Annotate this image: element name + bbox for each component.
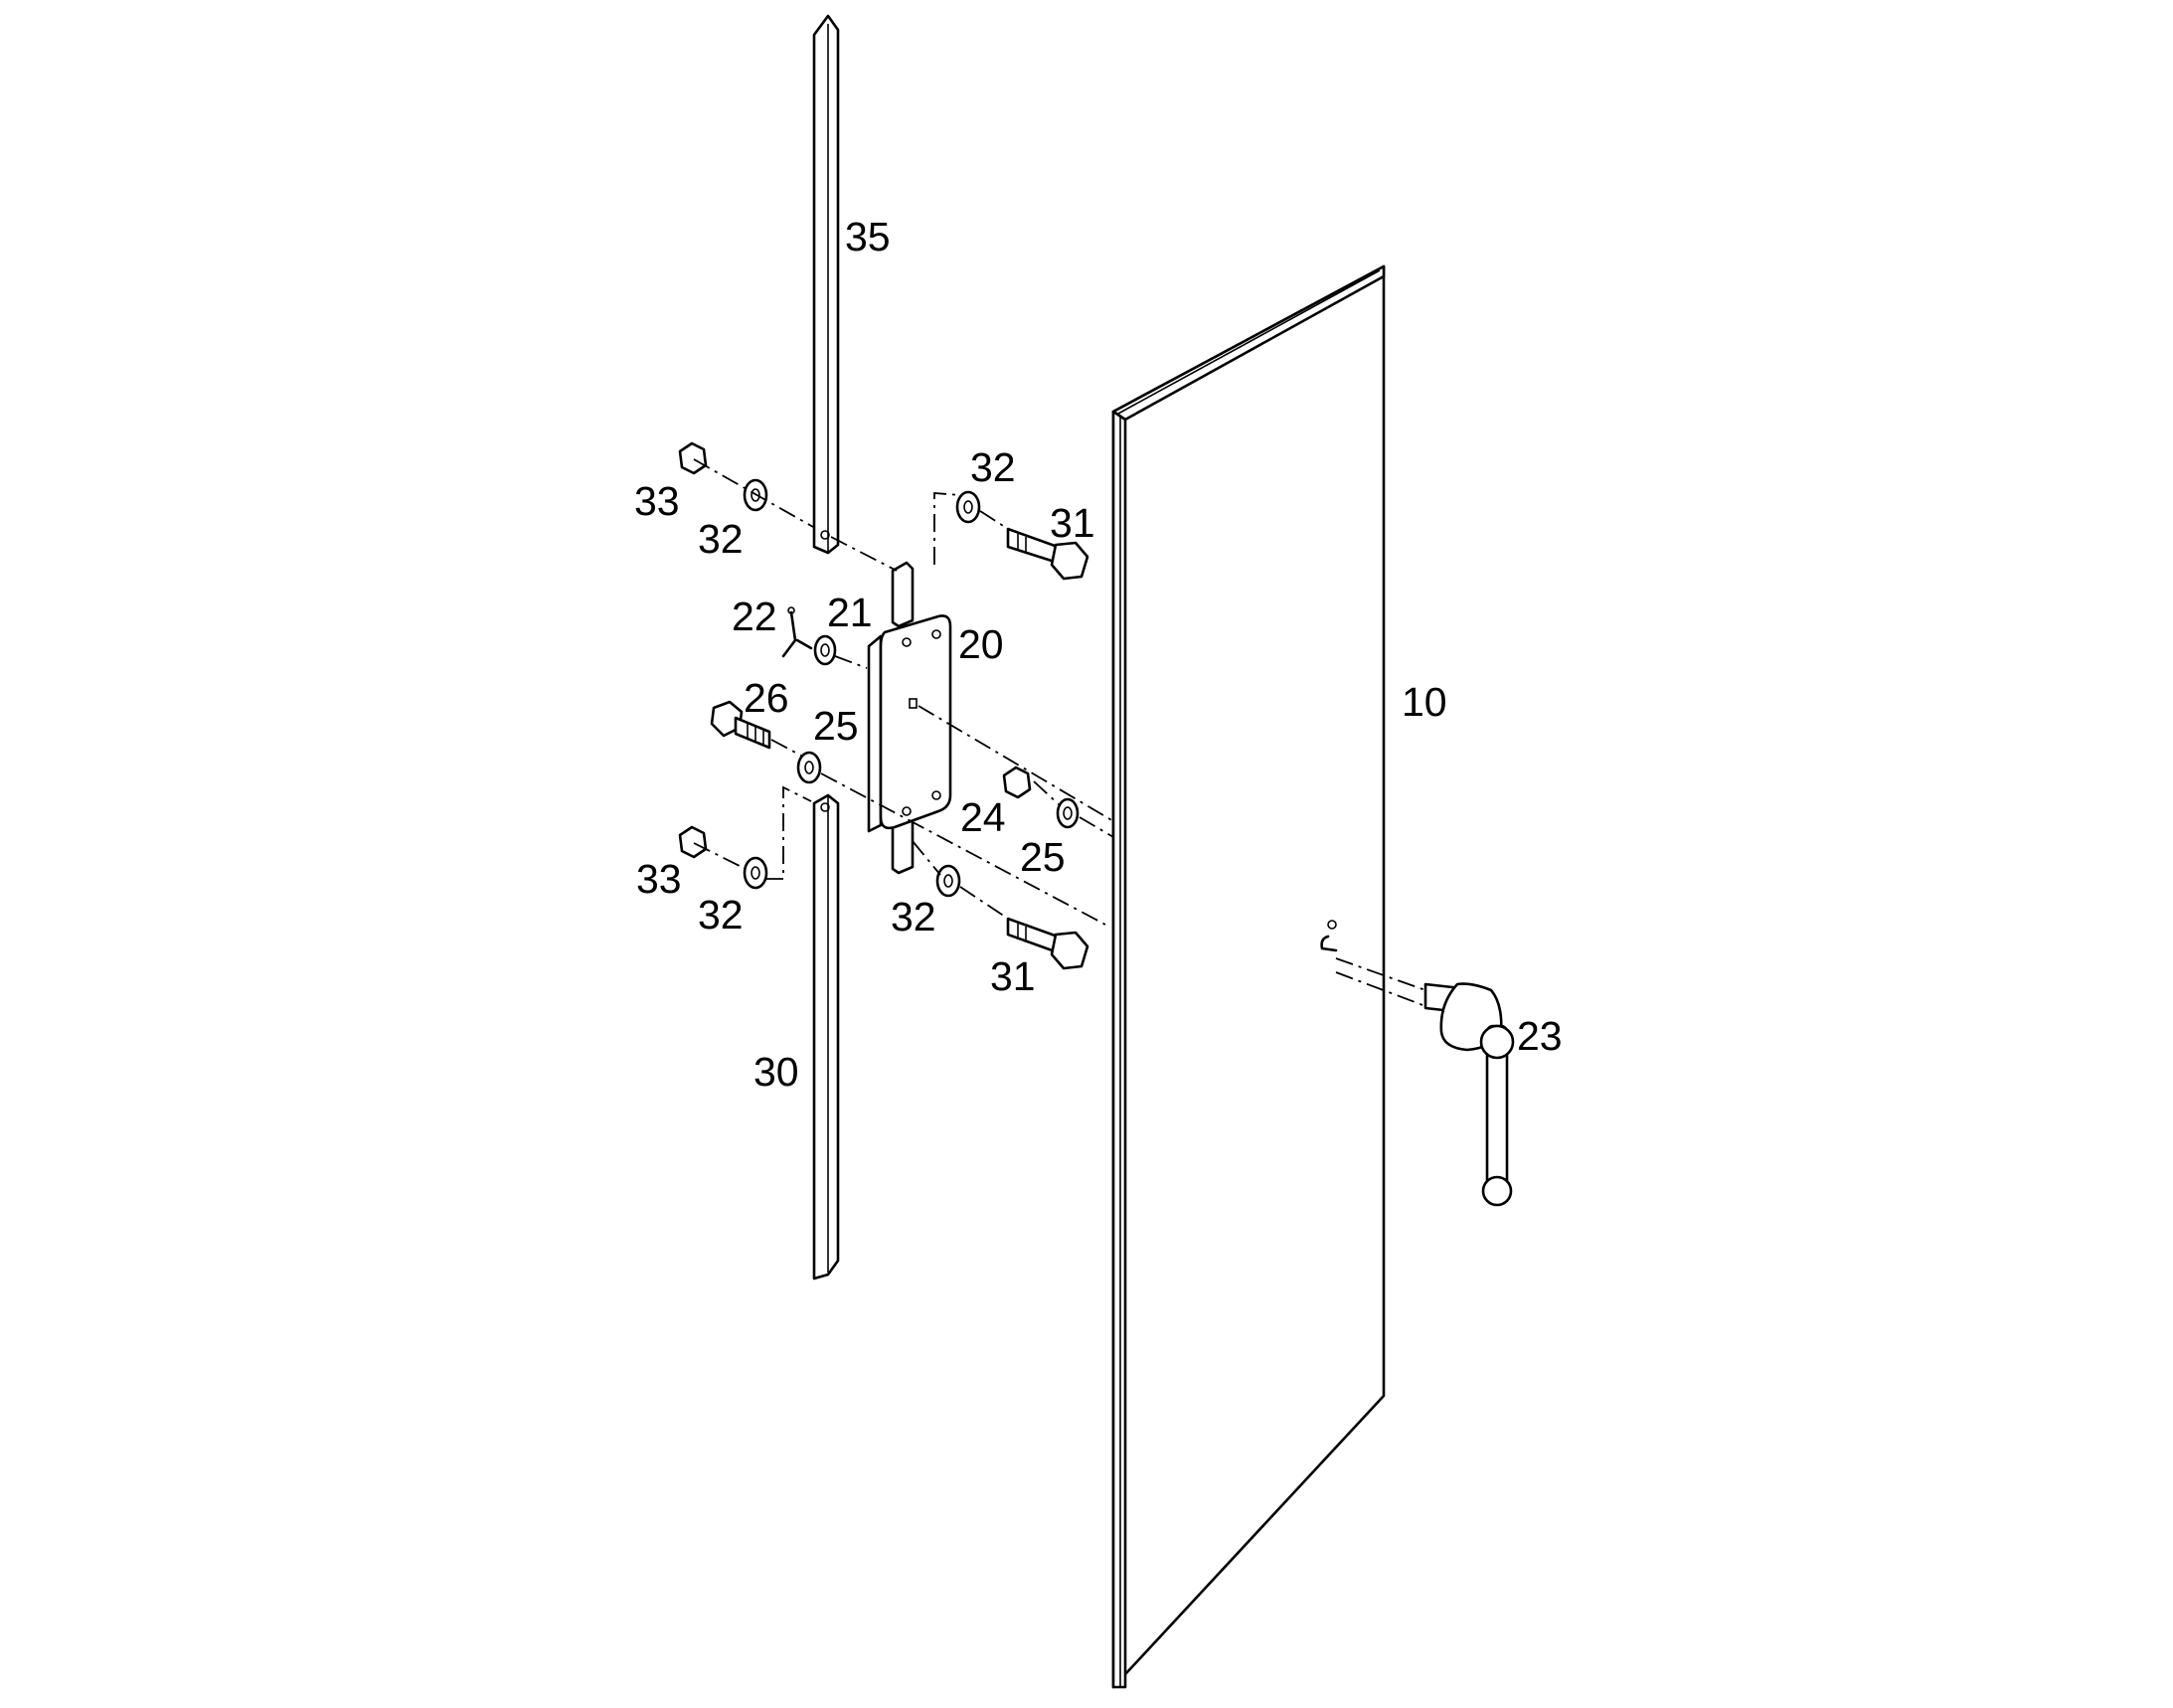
callout-20: 20 [958, 621, 1004, 667]
callout-31-upper: 31 [1050, 500, 1095, 546]
handle-part-23 [1320, 920, 1515, 1207]
callout-33-upper: 33 [634, 478, 680, 524]
callout-25-right: 25 [1020, 834, 1066, 880]
lock-case-part-20 [867, 561, 952, 875]
callout-25-left: 25 [813, 703, 859, 749]
callout-26: 26 [744, 675, 789, 721]
lower-rod-part-30 [812, 793, 840, 1281]
nut-part-24 [1002, 766, 1032, 799]
callout-32-lower-right: 32 [891, 894, 936, 939]
callout-32-upper-left: 32 [698, 516, 744, 562]
washer-part-32-lower-left [743, 856, 768, 890]
bolt-part-26 [710, 700, 771, 750]
cotter-pin-part-22 [781, 606, 813, 658]
callout-22: 22 [732, 594, 777, 639]
washer-part-32-lower-right [935, 864, 961, 898]
callout-24: 24 [960, 794, 1006, 840]
bolt-part-31-upper [1006, 527, 1089, 581]
nut-part-33-lower [678, 825, 708, 859]
bolt-part-31-lower [1006, 917, 1089, 970]
washer-part-32-upper-right [955, 490, 981, 524]
upper-rod-part-35 [812, 14, 840, 555]
washer-part-25-left [796, 751, 822, 784]
callout-33-lower: 33 [636, 856, 682, 902]
washer-part-25-right [1056, 797, 1080, 829]
callout-32-lower-left: 32 [698, 892, 744, 938]
callout-21: 21 [827, 590, 873, 635]
assembly-center-lines [693, 458, 1426, 1007]
callout-35: 35 [845, 214, 891, 259]
callout-10: 10 [1402, 679, 1447, 725]
callout-31-lower: 31 [990, 953, 1036, 999]
callout-32-upper-right: 32 [970, 444, 1016, 490]
washer-part-21 [813, 634, 837, 666]
door-panel-part-10 [1111, 264, 1386, 1689]
nut-part-33-upper [678, 441, 708, 475]
callout-23: 23 [1517, 1013, 1563, 1059]
callout-30: 30 [753, 1049, 799, 1095]
